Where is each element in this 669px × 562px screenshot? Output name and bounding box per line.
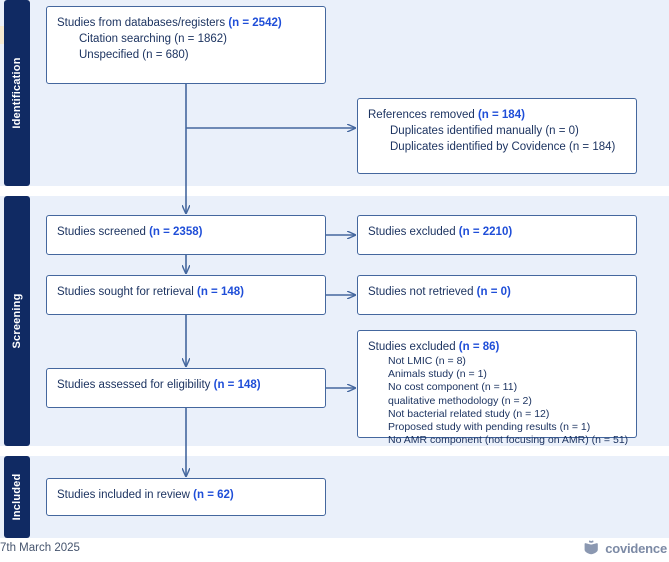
exclusion-reason-2: Animals study (n = 1): [388, 368, 487, 381]
stage-label-included: Included: [4, 456, 30, 538]
box-retrieval-count: (n = 148): [197, 286, 244, 298]
box-databases-line-1: Citation searching (n = 1862): [79, 33, 227, 45]
box-removed-title: References removed (n = 184): [368, 109, 525, 121]
exclusion-reason-7: No AMR component (not focusing on AMR) (…: [388, 434, 629, 447]
box-references-removed: References removed (n = 184) Duplicates …: [357, 98, 637, 174]
box-studies-excluded-screening: Studies excluded (n = 2210): [357, 215, 637, 255]
footer-date: 7th March 2025: [0, 542, 80, 554]
box-studies-assessed-for-eligibility: Studies assessed for eligibility (n = 14…: [46, 368, 326, 408]
box-screened-title: Studies screened (n = 2358): [57, 226, 203, 238]
exclusion-reason-4: qualitative methodology (n = 2): [388, 394, 532, 407]
exclusion-reason-5: Not bacterial related study (n = 12): [388, 407, 550, 420]
box-not-retrieved-title: Studies not retrieved (n = 0): [368, 286, 511, 298]
box-excluded-reasons-title: Studies excluded (n = 86): [368, 341, 500, 353]
box-studies-from-databases: Studies from databases/registers (n = 25…: [46, 6, 326, 84]
exclusion-reason-1: Not LMIC (n = 8): [388, 355, 466, 367]
box-studies-sought-for-retrieval: Studies sought for retrieval (n = 148): [46, 275, 326, 315]
box-removed-count: (n = 184): [477, 109, 525, 121]
box-studies-screened: Studies screened (n = 2358): [46, 215, 326, 255]
box-removed-line-1: Duplicates identified manually (n = 0): [390, 125, 579, 137]
stage-label-included-text: Included: [11, 473, 23, 521]
covidence-shield-icon: [584, 540, 599, 555]
box-included-count: (n = 62): [193, 489, 234, 501]
box-excluded-reasons-count: (n = 86): [458, 341, 500, 353]
box-removed-line-2: Duplicates identified by Covidence (n = …: [390, 141, 616, 153]
box-retrieval-title: Studies sought for retrieval (n = 148): [57, 286, 244, 298]
box-included-title: Studies included in review (n = 62): [57, 489, 234, 501]
box-excluded-screen-count: (n = 2210): [458, 226, 513, 238]
box-databases-title: Studies from databases/registers (n = 25…: [57, 17, 282, 29]
box-screened-count: (n = 2358): [149, 226, 203, 238]
exclusion-reason-6: Proposed study with pending results (n =…: [388, 421, 591, 434]
box-eligibility-count: (n = 148): [213, 379, 261, 391]
box-not-retrieved-count: (n = 0): [476, 286, 511, 298]
covidence-logo-text: covidence: [605, 540, 667, 556]
footer: 7th March 2025 covidence: [0, 538, 669, 562]
stage-label-screening-text: Screening: [11, 293, 23, 349]
box-excluded-screen-title: Studies excluded (n = 2210): [368, 226, 513, 238]
stage-label-screening: Screening: [4, 196, 30, 446]
box-studies-not-retrieved: Studies not retrieved (n = 0): [357, 275, 637, 315]
stage-label-identification: Identification: [4, 0, 30, 186]
accent-sliver: [0, 26, 4, 44]
box-studies-excluded-with-reasons: Studies excluded (n = 86) Not LMIC (n = …: [357, 330, 637, 446]
box-studies-included-in-review: Studies included in review (n = 62): [46, 478, 326, 516]
box-databases-count: (n = 2542): [228, 17, 282, 29]
box-databases-line-2: Unspecified (n = 680): [79, 49, 189, 61]
covidence-logo: covidence: [583, 540, 667, 556]
exclusion-reason-3: No cost component (n = 11): [388, 381, 518, 394]
stage-label-identification-text: Identification: [11, 57, 23, 129]
box-eligibility-title: Studies assessed for eligibility (n = 14…: [57, 379, 261, 391]
